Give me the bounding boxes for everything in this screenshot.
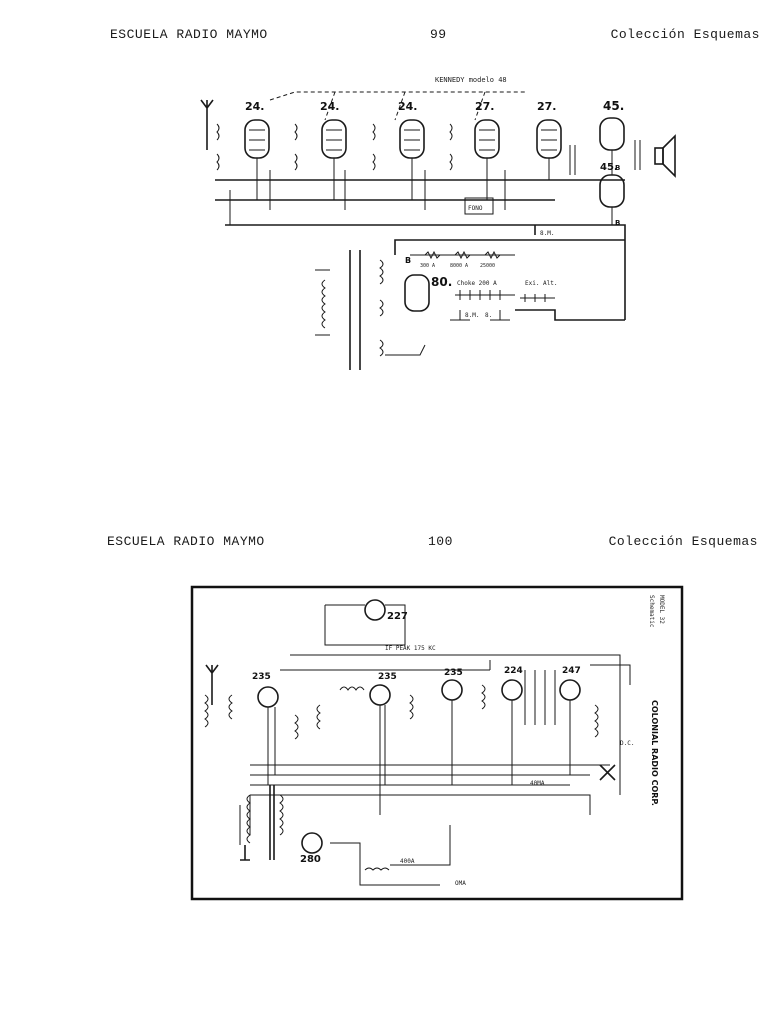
tube-label: 224 xyxy=(504,666,523,676)
tube-235-b: 235 xyxy=(369,672,397,706)
tube-label: 235 xyxy=(378,672,397,682)
tube-label: 235 xyxy=(252,672,271,682)
tube-280: 280 xyxy=(300,832,323,865)
tube-label: 24. xyxy=(245,100,265,113)
model-label: KENNEDY modelo 48 xyxy=(435,76,507,84)
tube-224: 224 xyxy=(501,666,523,701)
tube-rectifier xyxy=(404,274,430,312)
schematic-frame xyxy=(190,585,684,901)
speaker-icon xyxy=(654,134,676,178)
speaker-icon xyxy=(599,764,616,781)
tube-label: 27. xyxy=(537,100,557,113)
res-label: 8000 A xyxy=(450,263,468,269)
tube-stage-3: 24. xyxy=(398,100,425,159)
tube-label: 80. xyxy=(431,275,452,289)
tube-output-a: 45. xyxy=(599,99,625,151)
tube-label: 27. xyxy=(475,100,495,113)
model-label: MODEL 32 xyxy=(658,595,665,624)
tube-stage-4: 27. xyxy=(474,100,500,159)
dc-label: D.C. xyxy=(620,740,634,747)
page-number: 99 xyxy=(430,27,447,42)
b-label: B xyxy=(405,256,411,265)
if-label: IF PEAK 175 KC xyxy=(385,645,436,652)
tube-stage-5: 27. xyxy=(536,100,562,159)
b-label: B xyxy=(615,219,620,227)
collection-title: Colección Esquemas xyxy=(610,27,760,42)
tube-227: 227 xyxy=(364,599,408,622)
res-label: 25000 xyxy=(480,263,495,269)
tube-label: 24. xyxy=(398,100,418,113)
page-header-top: ESCUELA RADIO MAYMO 99 Colección Esquema… xyxy=(0,27,768,47)
schematic-colonial-32: COLONIAL RADIO CORP. MODEL 32 Schematic … xyxy=(190,585,684,901)
tube-label: 45. xyxy=(603,99,624,113)
cap-label: 8. xyxy=(485,312,492,319)
schematic-kennedy-48: KENNEDY modelo 48 24. 24. 24. 27. 27. 45… xyxy=(200,76,676,370)
manufacturer-label: COLONIAL RADIO CORP. xyxy=(650,700,659,806)
fono-label: FONO xyxy=(468,205,483,212)
tube-label: 227 xyxy=(387,611,408,622)
b-label: B xyxy=(615,164,620,172)
model-sub-label: Schematic xyxy=(648,595,655,628)
resistor-label: 40MA xyxy=(530,780,545,787)
tube-247: 247 xyxy=(559,666,581,701)
tube-stage-1: 24. xyxy=(244,100,270,159)
tube-label: 247 xyxy=(562,666,581,676)
tube-235-c: 235 xyxy=(441,668,463,701)
res-label: 300 A xyxy=(420,263,435,269)
tube-stage-2: 24. xyxy=(320,100,347,159)
choke-label: Choke 200 A xyxy=(457,280,497,287)
excitation-label: Exi. Alt. xyxy=(525,280,558,287)
resistor-label: OMA xyxy=(455,880,466,887)
tube-label: 45. xyxy=(600,162,618,173)
tube-label: 235 xyxy=(444,668,463,678)
resistor-label: 400A xyxy=(400,858,415,865)
tube-235-a: 235 xyxy=(252,672,279,708)
page-header-bottom: ESCUELA RADIO MAYMO 100 Colección Esquem… xyxy=(0,534,768,554)
page-number: 100 xyxy=(428,534,453,549)
cap-label: 8.M. xyxy=(465,312,479,319)
collection-title: Colección Esquemas xyxy=(608,534,758,549)
school-name: ESCUELA RADIO MAYMO xyxy=(110,27,268,42)
tube-label: 280 xyxy=(300,854,321,865)
tube-label: 24. xyxy=(320,100,340,113)
cap-label: 8.M. xyxy=(540,230,554,237)
school-name: ESCUELA RADIO MAYMO xyxy=(107,534,265,549)
